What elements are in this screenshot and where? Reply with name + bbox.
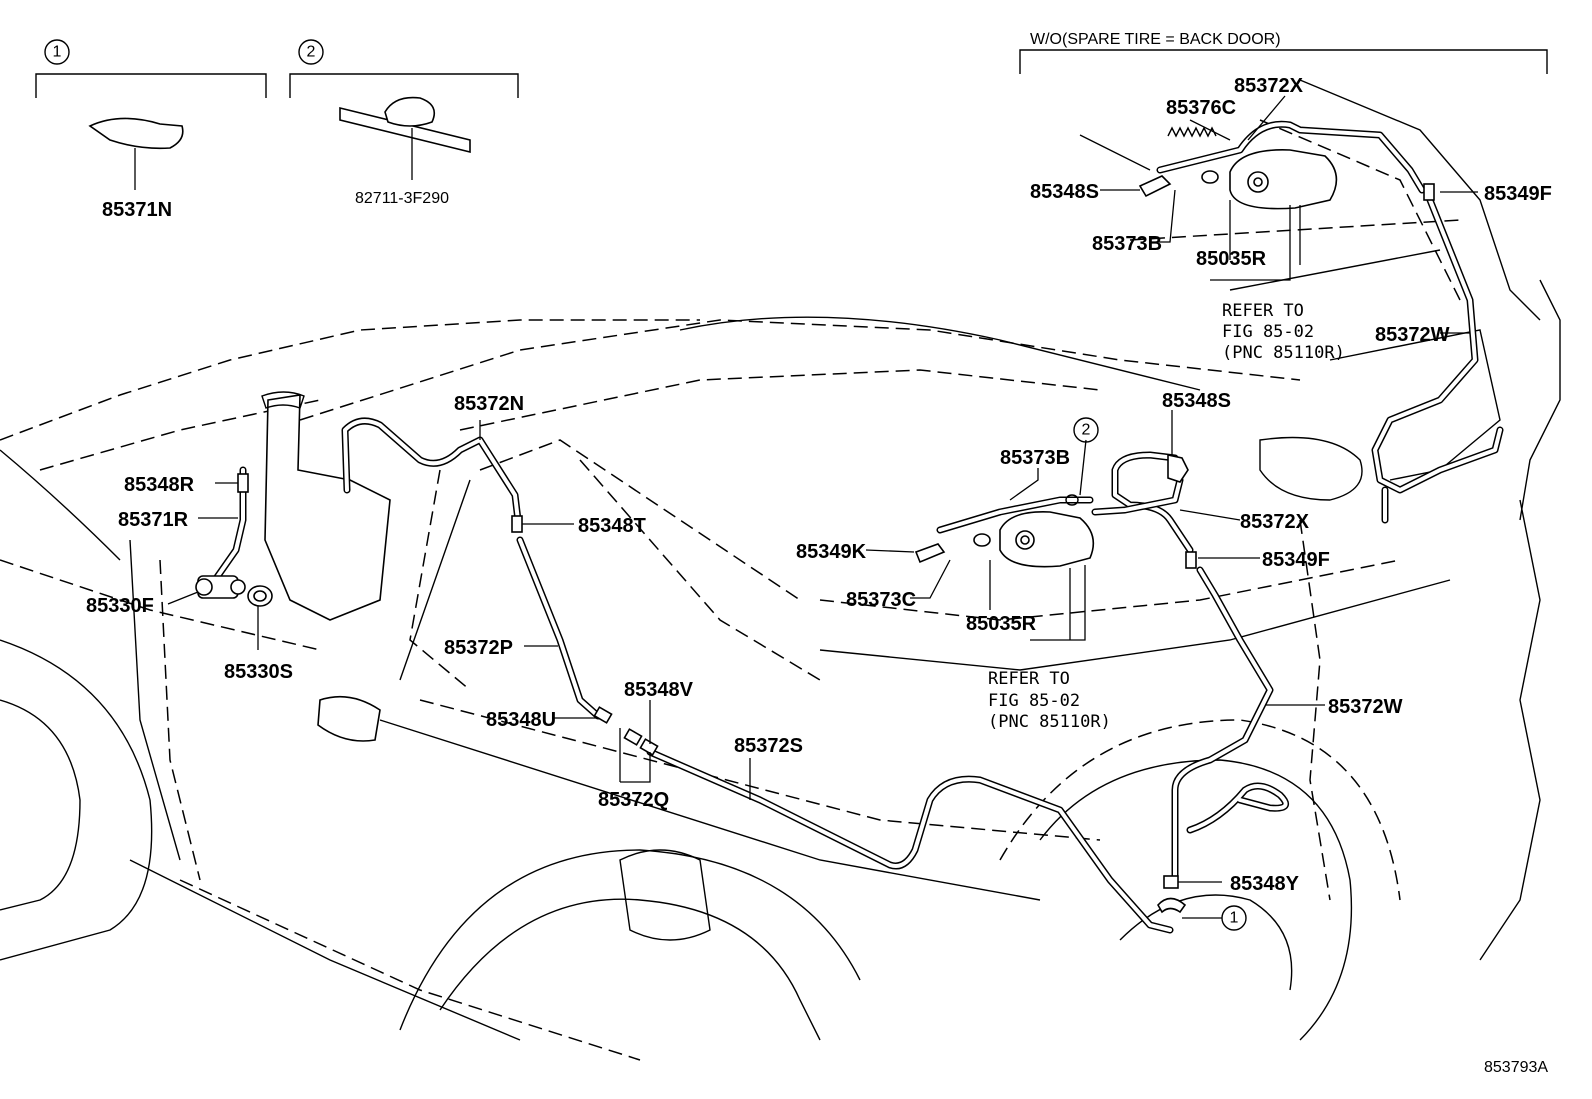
joint-85349F-top-shape [1423, 183, 1435, 201]
refer-note-mid-line-3: (PNC 85110R) [988, 712, 1111, 732]
part-label-82711-3F290: 82711-3F290 [355, 190, 449, 207]
part-label-85348U: 85348U [486, 709, 556, 731]
callouts: 2 1 [1073, 417, 1247, 931]
part-label-85376C: 85376C [1166, 97, 1236, 119]
part-label-85373B-mid: 85373B [1000, 447, 1070, 469]
part-label-85330S: 85330S [224, 661, 293, 683]
part-label-85372X-top: 85372X [1234, 75, 1304, 97]
nozzle-85348S-top-shape [1138, 175, 1172, 198]
part-label-85348R: 85348R [124, 474, 195, 496]
refer-note-mid-line-1: REFER TO [988, 669, 1070, 689]
part-label-85035R-mid: 85035R [966, 613, 1037, 635]
part-label-85371N: 85371N [102, 199, 172, 221]
joint-85348Y-shape [1163, 875, 1179, 889]
clamp-82711-3F290-base [339, 106, 471, 154]
part-label-85372W-top: 85372W [1375, 324, 1450, 346]
clamp-82711-3F290-shape [384, 96, 436, 127]
callout-2-mid-number: 2 [1082, 422, 1091, 439]
part-label-85348S-top: 85348S [1030, 181, 1099, 203]
part-label-85372X-mid: 85372X [1240, 511, 1310, 533]
part-label-85373C: 85373C [846, 589, 916, 611]
part-label-85035R-top: 85035R [1196, 248, 1267, 270]
callout-1-bottom [1221, 905, 1247, 931]
part-label-85348Y: 85348Y [1230, 873, 1300, 895]
refer-note-top-line-3: (PNC 85110R) [1222, 343, 1345, 363]
clip-bottom-shape [1157, 897, 1187, 914]
joint-85348V-shape [623, 728, 643, 746]
vehicle-outline [0, 79, 1561, 1061]
callout-2-mid [1073, 417, 1099, 443]
inset-1: 1 85371N [35, 39, 267, 221]
part-label-85372P: 85372P [444, 637, 513, 659]
part-label-85348S-mid: 85348S [1162, 390, 1231, 412]
part-label-85349F-top: 85349F [1484, 183, 1552, 205]
variant-bracket: W/O(SPARE TIRE = BACK DOOR) [1019, 31, 1548, 74]
part-label-85371R: 85371R [118, 509, 189, 531]
part-label-85348T: 85348T [578, 515, 646, 537]
motor-85035R-top-shape [1229, 149, 1338, 210]
part-label-85330F: 85330F [86, 595, 154, 617]
spring-85376C-shape [1167, 126, 1217, 138]
joint-85348R-shape [237, 473, 249, 493]
inset-2-callout [298, 39, 324, 65]
joint-85348S-mid-shape [1167, 454, 1189, 483]
nozzle-85349K-shape [914, 543, 946, 564]
joint-85348U-shape [593, 706, 613, 724]
part-label-85373B-top: 85373B [1092, 233, 1162, 255]
part-label-85372W-mid: 85372W [1328, 696, 1403, 718]
part-label-85372N: 85372N [454, 393, 524, 415]
motor-85035R-mid-shape [999, 511, 1095, 568]
inset-1-callout-number: 1 [53, 44, 62, 61]
part-labels: 85372X 85376C 85348S 85349F 85373B 85035… [86, 75, 1552, 895]
refer-note-top-line-1: REFER TO [1222, 301, 1304, 321]
part-label-85349K: 85349K [796, 541, 867, 563]
inset-2: 2 82711-3F290 [289, 39, 519, 207]
refer-note-top-line-2: FIG 85-02 [1222, 322, 1314, 342]
joint-85348T-shape [511, 515, 523, 533]
figure-code: 853793A [1484, 1059, 1548, 1076]
part-label-85372S: 85372S [734, 735, 803, 757]
callout-1-bottom-number: 1 [1230, 910, 1239, 927]
part-label-85372Q: 85372Q [598, 789, 669, 811]
refer-note-mid-line-2: FIG 85-02 [988, 691, 1080, 711]
joint-85349F-mid-shape [1185, 551, 1197, 569]
inset-1-callout [44, 39, 70, 65]
part-label-85348V: 85348V [624, 679, 694, 701]
part-label-85349F-mid: 85349F [1262, 549, 1330, 571]
inset-2-callout-number: 2 [307, 44, 316, 61]
hose-routing [211, 120, 1504, 934]
components [195, 126, 1435, 914]
clip-85371N-shape [88, 117, 184, 150]
variant-note: W/O(SPARE TIRE = BACK DOOR) [1030, 31, 1281, 48]
leader-lines [167, 95, 1478, 919]
